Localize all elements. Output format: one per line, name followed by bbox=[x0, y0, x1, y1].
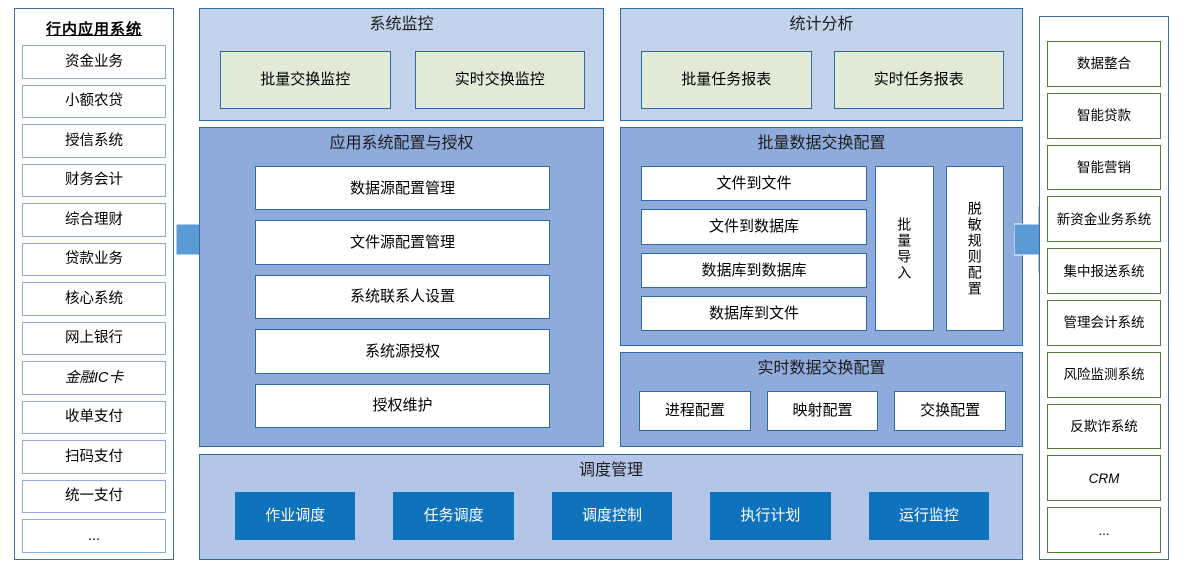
right-system-chip-7[interactable]: 反欺诈系统 bbox=[1047, 403, 1161, 450]
left-system-chip-9[interactable]: 收单支付 bbox=[22, 400, 166, 435]
left-systems-column: 行内应用系统 资金业务小额农贷授信系统财务会计综合理财贷款业务核心系统网上银行金… bbox=[14, 8, 174, 560]
left-system-chip-3[interactable]: 财务会计 bbox=[22, 163, 166, 198]
system-monitor-tile-1[interactable]: 实时交换监控 bbox=[414, 51, 585, 109]
realtime-exchange-tile-0[interactable]: 进程配置 bbox=[639, 391, 751, 431]
left-system-chip-10[interactable]: 扫码支付 bbox=[22, 440, 166, 474]
right-system-chip-6[interactable]: 风险监测系统 bbox=[1047, 351, 1161, 398]
batch-exchange-tile-0[interactable]: 文件到文件 bbox=[641, 166, 867, 202]
left-system-chip-11[interactable]: 统一支付 bbox=[22, 479, 166, 514]
system-monitor-title: 系统监控 bbox=[369, 16, 434, 33]
realtime-exchange-tile-2[interactable]: 交换配置 bbox=[894, 391, 1007, 431]
statistics-tile-1[interactable]: 实时任务报表 bbox=[833, 51, 1004, 109]
batch-exchange-panel: 批量数据交换配置 文件到文件文件到数据库数据库到数据库数据库到文件 批量导入脱敏… bbox=[620, 127, 1023, 346]
realtime-exchange-tile-1[interactable]: 映射配置 bbox=[766, 391, 879, 431]
realtime-exchange-panel: 实时数据交换配置 进程配置映射配置交换配置 bbox=[620, 352, 1023, 447]
schedule-tile-0[interactable]: 作业调度 bbox=[235, 492, 356, 540]
statistics-tile-0[interactable]: 批量任务报表 bbox=[641, 51, 812, 109]
realtime-exchange-title: 实时数据交换配置 bbox=[757, 360, 886, 377]
left-system-chip-7[interactable]: 网上银行 bbox=[22, 321, 166, 356]
schedule-tile-1[interactable]: 任务调度 bbox=[393, 492, 514, 540]
right-system-chip-3[interactable]: 新资金业务系统 bbox=[1047, 196, 1161, 243]
right-system-chip-1[interactable]: 智能贷款 bbox=[1047, 92, 1161, 139]
right-system-chip-0[interactable]: 数据整合 bbox=[1047, 41, 1161, 87]
app-config-tile-1[interactable]: 文件源配置管理 bbox=[255, 220, 550, 265]
left-system-chip-5[interactable]: 贷款业务 bbox=[22, 242, 166, 277]
app-config-panel: 应用系统配置与授权 数据源配置管理文件源配置管理系统联系人设置系统源授权授权维护 bbox=[199, 127, 604, 447]
statistics-panel: 统计分析 批量任务报表实时任务报表 bbox=[620, 8, 1023, 121]
app-config-tile-3[interactable]: 系统源授权 bbox=[255, 329, 550, 374]
system-monitor-tile-0[interactable]: 批量交换监控 bbox=[220, 51, 391, 109]
batch-exchange-tile-2[interactable]: 数据库到数据库 bbox=[641, 252, 867, 288]
right-systems-column: 数据整合智能贷款智能营销新资金业务系统集中报送系统管理会计系统风险监测系统反欺诈… bbox=[1039, 16, 1169, 560]
left-system-chip-4[interactable]: 综合理财 bbox=[22, 203, 166, 237]
schedule-title: 调度管理 bbox=[578, 462, 643, 479]
batch-exchange-tile-3[interactable]: 数据库到文件 bbox=[641, 295, 867, 331]
left-system-chip-0[interactable]: 资金业务 bbox=[22, 45, 166, 79]
batch-exchange-side-tile-1[interactable]: 脱敏规则配置 bbox=[945, 166, 1004, 331]
left-system-chip-2[interactable]: 授信系统 bbox=[22, 124, 166, 158]
schedule-tile-2[interactable]: 调度控制 bbox=[551, 492, 673, 540]
batch-exchange-tile-1[interactable]: 文件到数据库 bbox=[641, 209, 867, 245]
app-config-tile-4[interactable]: 授权维护 bbox=[255, 383, 550, 429]
statistics-title: 统计分析 bbox=[789, 16, 854, 33]
right-system-chip-8[interactable]: CRM bbox=[1047, 455, 1161, 502]
right-system-chip-4[interactable]: 集中报送系统 bbox=[1047, 248, 1161, 294]
right-system-chip-9[interactable]: ... bbox=[1047, 507, 1161, 553]
app-config-tile-0[interactable]: 数据源配置管理 bbox=[255, 166, 550, 211]
batch-exchange-side-tile-0[interactable]: 批量导入 bbox=[875, 166, 934, 331]
right-system-chip-5[interactable]: 管理会计系统 bbox=[1047, 299, 1161, 346]
schedule-panel: 调度管理 作业调度任务调度调度控制执行计划运行监控 bbox=[199, 454, 1023, 560]
left-column-title: 行内应用系统 bbox=[45, 21, 142, 38]
left-system-chip-1[interactable]: 小额农贷 bbox=[22, 84, 166, 119]
left-system-chip-8[interactable]: 金融IC卡 bbox=[22, 361, 166, 395]
batch-exchange-title: 批量数据交换配置 bbox=[757, 135, 886, 152]
app-config-title: 应用系统配置与授权 bbox=[329, 135, 474, 152]
app-config-tile-2[interactable]: 系统联系人设置 bbox=[255, 274, 550, 320]
right-system-chip-2[interactable]: 智能营销 bbox=[1047, 144, 1161, 191]
schedule-tile-4[interactable]: 运行监控 bbox=[868, 492, 990, 540]
left-system-chip-6[interactable]: 核心系统 bbox=[22, 282, 166, 316]
schedule-tile-3[interactable]: 执行计划 bbox=[710, 492, 831, 540]
system-monitor-panel: 系统监控 批量交换监控实时交换监控 bbox=[199, 8, 604, 121]
left-system-chip-12[interactable]: ... bbox=[22, 519, 166, 553]
